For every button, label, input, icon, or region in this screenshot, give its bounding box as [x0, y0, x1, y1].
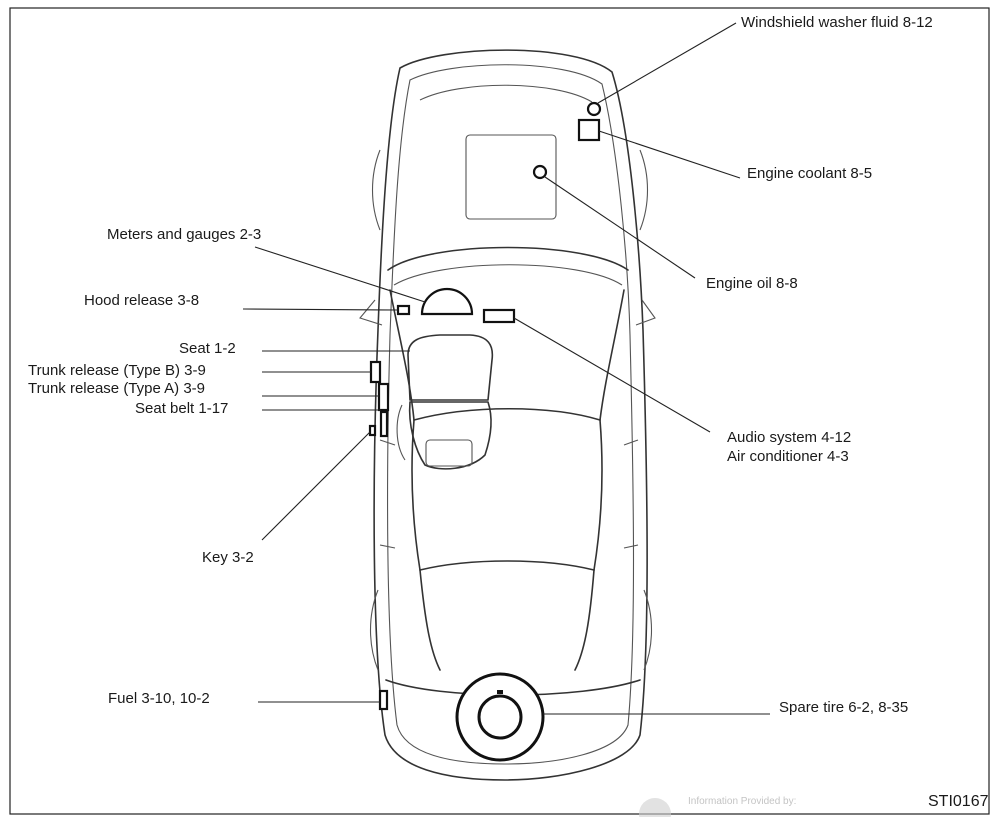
label-audio-system: Audio system 4-12: [727, 429, 851, 446]
spare-tire-marker: [455, 672, 545, 762]
label-fuel: Fuel 3-10, 10-2: [108, 690, 210, 707]
label-engine-oil: Engine oil 8-8: [706, 275, 798, 292]
label-meters-gauges: Meters and gauges 2-3: [107, 226, 261, 243]
driver-seat: [396, 334, 494, 470]
fuel-door-marker: [378, 689, 389, 711]
callout-labels: Windshield washer fluid 8-12 Engine cool…: [28, 14, 933, 716]
engine-oil-cap-marker: [532, 164, 548, 180]
trunk-release-b-marker: [369, 360, 382, 384]
trunk-release-a-marker: [377, 382, 390, 412]
coolant-reservoir-marker: [577, 118, 601, 142]
label-seat: Seat 1-2: [179, 340, 236, 357]
watermark-text: Information Provided by:: [688, 796, 796, 807]
figure-border: [9, 7, 990, 815]
label-trunk-release-b: Trunk release (Type B) 3-9: [28, 362, 206, 379]
label-key: Key 3-2: [202, 549, 254, 566]
label-washer-fluid: Windshield washer fluid 8-12: [741, 14, 933, 31]
label-hood-release: Hood release 3-8: [84, 292, 199, 309]
figure-code: STI0167: [928, 793, 989, 810]
audio-aircon-marker: [482, 308, 516, 324]
leader-lines: [242, 22, 770, 715]
label-spare-tire: Spare tire 6-2, 8-35: [779, 699, 908, 716]
watermark: Information Provided by:: [639, 796, 796, 817]
seat-belt-marker: [379, 410, 389, 438]
label-seat-belt: Seat belt 1-17: [135, 400, 228, 417]
label-trunk-release-a: Trunk release (Type A) 3-9: [28, 380, 205, 397]
car-outline: [359, 49, 656, 781]
washer-fluid-cap-marker: [586, 101, 602, 117]
key-marker: [368, 424, 377, 437]
hood-release-marker: [396, 304, 411, 316]
meters-gauges-marker: [420, 287, 474, 316]
label-engine-coolant: Engine coolant 8-5: [747, 165, 872, 182]
label-air-conditioner: Air conditioner 4-3: [727, 448, 849, 465]
